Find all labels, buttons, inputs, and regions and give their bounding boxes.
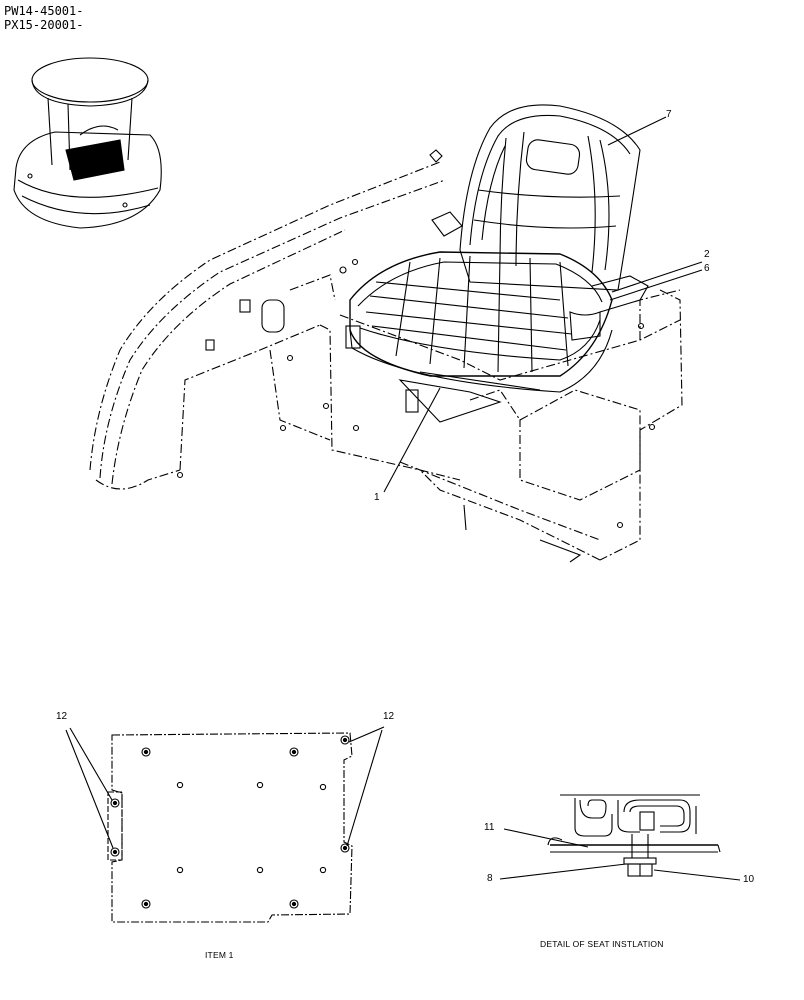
leader-line-12d — [346, 729, 383, 847]
serial-range-1: PW14-45001- — [4, 4, 84, 18]
callout-7: 7 — [666, 109, 672, 120]
callout-12-right: 12 — [383, 711, 395, 722]
machine-locator-thumbnail — [13, 57, 162, 229]
callout-1: 1 — [374, 492, 380, 503]
serial-range-2: PX15-20001- — [4, 18, 84, 32]
callout-6: 6 — [704, 263, 710, 274]
operator-seat — [349, 104, 649, 423]
leader-line-6 — [609, 269, 703, 301]
leader-line-12c — [348, 726, 385, 743]
leader-line-7 — [607, 116, 667, 146]
callout-2: 2 — [704, 249, 710, 260]
leader-line-1 — [383, 387, 441, 493]
callout-8: 8 — [487, 873, 493, 884]
seat-installation-detail — [547, 794, 721, 877]
callout-11: 11 — [484, 822, 495, 833]
caption-seat-installation-detail: DETAIL OF SEAT INSTLATION — [540, 939, 664, 949]
seat-mount-plate — [107, 732, 353, 923]
leader-line-12b — [65, 729, 114, 849]
leader-line-11 — [503, 828, 589, 848]
platform-fasteners — [176, 149, 656, 563]
operator-platform — [89, 161, 683, 561]
leader-line-2 — [611, 261, 703, 293]
callout-10: 10 — [743, 874, 755, 885]
leader-line-10 — [653, 869, 741, 881]
leader-line-12a — [69, 727, 113, 801]
callout-12-left: 12 — [56, 711, 68, 722]
caption-item-1: ITEM 1 — [205, 950, 234, 960]
leader-line-8 — [499, 863, 627, 880]
